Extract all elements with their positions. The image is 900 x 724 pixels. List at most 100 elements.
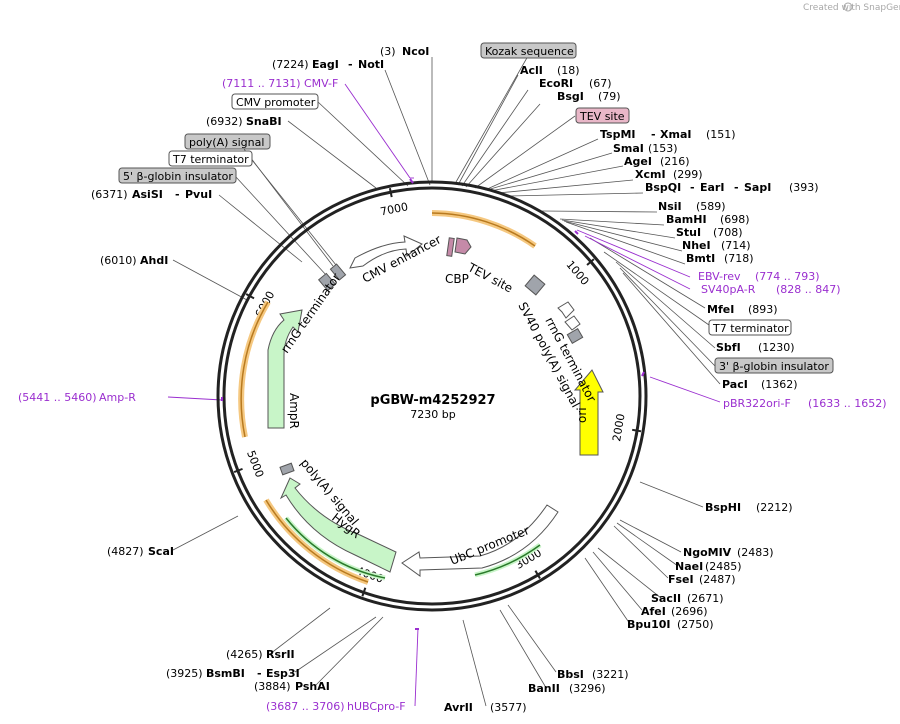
line-kozak (455, 55, 529, 183)
plasmid-name: pGBW-m4252927 (370, 393, 495, 408)
t7-right-box: T7 terminator (708, 319, 792, 336)
site-naei: NaeI (675, 560, 703, 573)
small-arrow-right-1 (557, 301, 575, 319)
tev-site-arrow (454, 237, 472, 255)
orf-arcs (238, 210, 542, 585)
primer-num: (1633 .. 1652) (808, 397, 887, 410)
site-bsgi: BsgI (557, 90, 584, 103)
cbp-label: CBP (445, 272, 469, 286)
tick-mark (631, 428, 642, 433)
site-bspqi: BspQI (645, 181, 681, 194)
ori-arrow (573, 369, 604, 456)
primer-ebv-rev: EBV-rev (698, 270, 741, 283)
site-dash: - (651, 128, 656, 141)
site-num: (2485) (705, 560, 742, 573)
orf-arc-left (238, 300, 271, 438)
tick-mark (388, 188, 393, 198)
site-num: (393) (789, 181, 819, 194)
site-nhei: NheI (682, 239, 711, 252)
site-dash: - (175, 188, 180, 201)
primer-cmv-f: CMV-F (304, 77, 338, 90)
site-num: (714) (721, 239, 751, 252)
backbone-inner (222, 186, 642, 606)
tick-label-2000: 2000 (610, 413, 627, 443)
beta5-label: 5' β-globin insulator (123, 170, 233, 183)
site-ncoi: NcoI (402, 45, 429, 58)
site-stui: StuI (676, 226, 701, 239)
site-bmti: BmtI (686, 252, 715, 265)
site-dash: - (348, 58, 353, 71)
tev-box: TEV site (575, 107, 630, 124)
site-sapi: SapI (744, 181, 771, 194)
site-banii: BanII (528, 682, 560, 695)
tick-label-5000: 5000 (244, 449, 266, 480)
primer-mark-ebv (574, 230, 579, 235)
ori-label: ori (575, 407, 589, 423)
site-num: (67) (589, 77, 612, 90)
site-pshai: PshAI (295, 680, 330, 693)
tev-site-label: TEV site (465, 260, 515, 296)
site-xcmi: XcmI (635, 168, 666, 181)
site-xmai: XmaI (660, 128, 691, 141)
snapgene-logo-icon (843, 2, 853, 12)
site-num: (2696) (671, 605, 708, 618)
primer-hubcpro-f: hUBCpro-F (347, 700, 406, 713)
site-num: (1362) (761, 378, 798, 391)
primer-num: (3687 .. 3706) (266, 700, 345, 713)
t7-right-label: T7 terminator (712, 322, 789, 335)
site-num: (3925) (166, 667, 203, 680)
site-num: (2487) (699, 573, 736, 586)
site-smai: SmaI (613, 142, 644, 155)
site-dash: - (734, 181, 739, 194)
t7-left-label: T7 terminator (172, 153, 249, 166)
site-avrii: AvrII (444, 701, 473, 714)
polya-box-label: poly(A) signal (184, 133, 271, 150)
site-num: (2750) (677, 618, 714, 631)
kozak-box: Kozak sequence (480, 42, 577, 59)
cmv-enhancer-arrow (349, 235, 423, 269)
site-bamhi: BamHI (666, 213, 707, 226)
primer-mark-pbr (641, 371, 645, 377)
leader-lines (172, 55, 721, 707)
site-bpu10i: Bpu10I (627, 618, 671, 631)
site-num: (299) (673, 168, 703, 181)
site-sbfi: SbfI (716, 341, 741, 354)
cmv-promoter-box: CMV promoter (231, 93, 319, 110)
primer-mark-cmvf (409, 178, 414, 184)
site-bsmbi: BsmBI (206, 667, 245, 680)
site-esp3i: Esp3I (266, 667, 300, 680)
site-num: (2212) (756, 501, 793, 514)
cmv-promoter-label: CMV promoter (236, 96, 316, 109)
site-rsrii: RsrII (266, 648, 295, 661)
site-num: (3221) (592, 668, 629, 681)
site-num: (2671) (687, 592, 724, 605)
site-paci: PacI (722, 378, 748, 391)
site-fsei: FseI (668, 573, 694, 586)
primer-num: (5441 .. 5460) (18, 391, 97, 404)
cbp-shape (446, 237, 455, 257)
site-num: (1230) (758, 341, 795, 354)
site-acli: AclI (520, 64, 543, 77)
backbone-outer (216, 180, 648, 612)
site-agei: AgeI (624, 155, 652, 168)
site-num: (718) (724, 252, 754, 265)
beta3-label: 3' β-globin insulator (719, 360, 829, 373)
site-mfei: MfeI (707, 303, 734, 316)
site-num: (6371) (91, 188, 128, 201)
beta3-box: 3' β-globin insulator (714, 357, 834, 374)
tev-box-label: TEV site (579, 110, 625, 123)
site-snabi: SnaBI (246, 115, 282, 128)
site-pvui: PvuI (185, 188, 212, 201)
site-num: (79) (598, 90, 621, 103)
t7-left-box: T7 terminator (168, 150, 253, 167)
ubc-promoter-arrow (401, 504, 559, 577)
primer-num: (774 .. 793) (755, 270, 820, 283)
tick-mark (361, 587, 367, 597)
ampr-arrow (267, 309, 303, 429)
sv40-box (524, 274, 546, 296)
orf-arc-top (431, 210, 537, 249)
site-bbsi: BbsI (557, 668, 584, 681)
site-noti: NotI (358, 58, 384, 71)
site-num: (7224) (272, 58, 309, 71)
